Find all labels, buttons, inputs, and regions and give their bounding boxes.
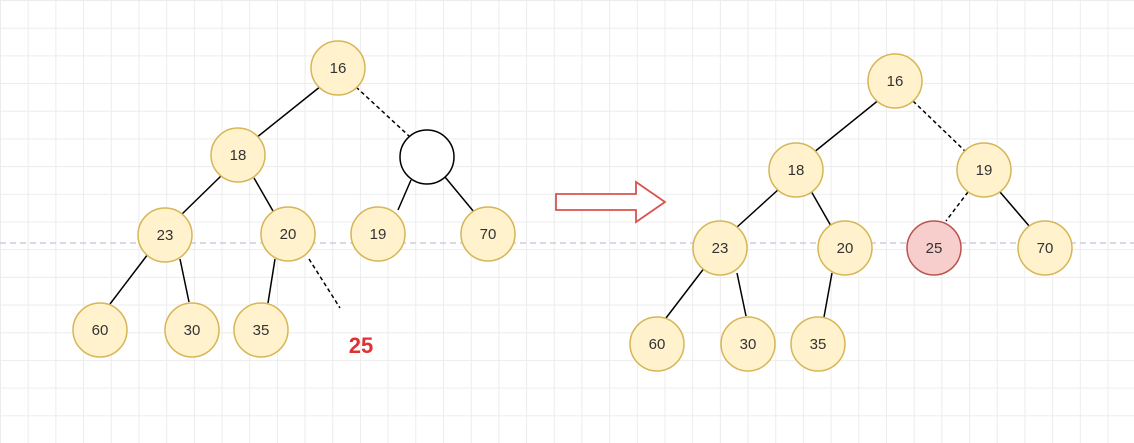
edge-19-70 [999, 191, 1031, 228]
svg-text:23: 23 [157, 227, 174, 244]
node-16: 16 [867, 53, 923, 109]
edge-20-35 [823, 272, 833, 318]
svg-text:70: 70 [480, 226, 497, 243]
svg-text:18: 18 [788, 162, 805, 179]
node-23: 23 [137, 207, 193, 263]
edge-18-23 [180, 174, 223, 216]
right-tree: 16 18 19 23 20 25 70 60 [629, 53, 1073, 372]
transition-arrow [555, 180, 667, 224]
edge-23-30 [736, 272, 747, 317]
node-19: 19 [350, 206, 406, 262]
svg-text:16: 16 [330, 60, 347, 77]
svg-text:25: 25 [926, 240, 943, 257]
edge-18-23 [735, 188, 780, 229]
svg-text:19: 19 [976, 162, 993, 179]
node-60: 60 [72, 302, 128, 358]
svg-text:30: 30 [740, 336, 757, 353]
svg-text:60: 60 [649, 336, 666, 353]
svg-text:35: 35 [253, 322, 270, 339]
edge-hole-70 [444, 176, 475, 213]
svg-text:35: 35 [810, 336, 827, 353]
edge-16-19 [912, 100, 967, 153]
edge-hole-19 [397, 179, 412, 211]
node-70: 70 [460, 206, 516, 262]
edge-16-hole [355, 86, 410, 137]
svg-text:20: 20 [280, 226, 297, 243]
edge-18-20 [253, 177, 274, 212]
edge-20-35 [267, 258, 276, 304]
node-18: 18 [210, 127, 266, 183]
svg-text:18: 18 [230, 147, 247, 164]
left-tree-edges [109, 85, 475, 309]
node-20: 20 [260, 206, 316, 262]
svg-text:16: 16 [887, 73, 904, 90]
node-23: 23 [692, 220, 748, 276]
empty-node [399, 129, 455, 185]
svg-text:23: 23 [712, 240, 729, 257]
edge-20-inserted [308, 258, 341, 309]
node-16: 16 [310, 40, 366, 96]
edge-16-18 [255, 85, 322, 139]
edge-19-25 [945, 191, 969, 222]
node-19: 19 [956, 142, 1012, 198]
node-20: 20 [817, 220, 873, 276]
node-70: 70 [1017, 220, 1073, 276]
node-35: 35 [233, 302, 289, 358]
right-tree-edges [665, 98, 1031, 319]
node-18: 18 [768, 142, 824, 198]
node-30: 30 [720, 316, 776, 372]
edge-18-20 [810, 190, 832, 227]
left-tree: 16 18 23 20 19 70 60 [72, 40, 516, 358]
svg-text:30: 30 [184, 322, 201, 339]
inserted-value: 25 [349, 333, 373, 358]
svg-text:60: 60 [92, 322, 109, 339]
node-30: 30 [164, 302, 220, 358]
edge-23-60 [109, 253, 149, 305]
edge-23-30 [179, 258, 190, 303]
node-35: 35 [790, 316, 846, 372]
node-60: 60 [629, 316, 685, 372]
edge-16-18 [812, 98, 881, 154]
svg-text:19: 19 [370, 226, 387, 243]
edge-23-60 [665, 266, 706, 319]
svg-text:20: 20 [837, 240, 854, 257]
node-25-highlighted: 25 [906, 220, 962, 276]
svg-text:70: 70 [1037, 240, 1054, 257]
